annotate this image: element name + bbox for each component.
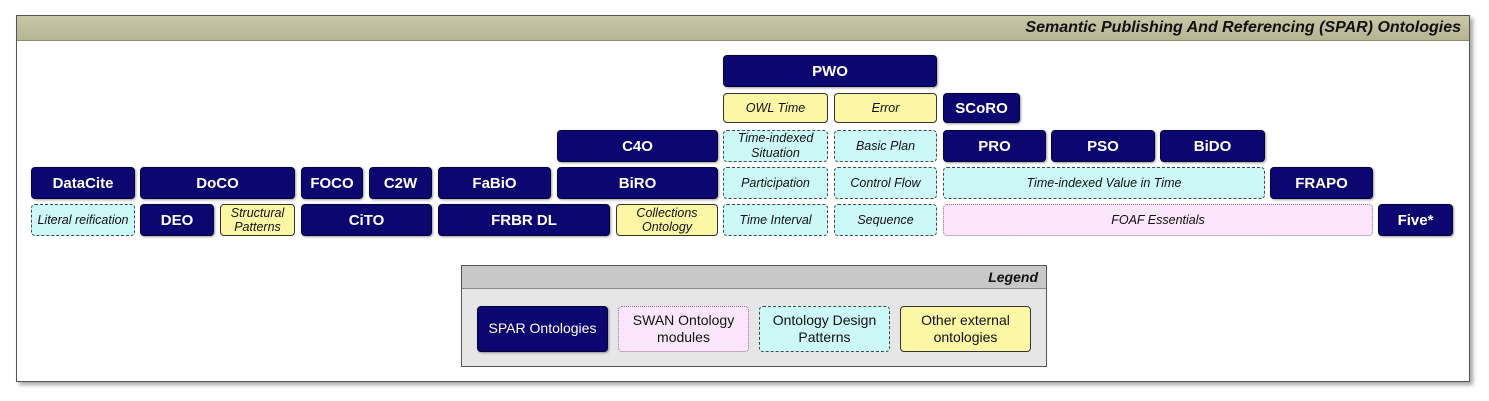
node-time-indexed-value: Time-indexed Value in Time <box>943 167 1265 199</box>
node-biro: BiRO <box>557 167 718 199</box>
node-pwo: PWO <box>723 55 937 87</box>
diagram-title: Semantic Publishing And Referencing (SPA… <box>1025 19 1461 36</box>
legend-spar: SPAR Ontologies <box>477 306 608 352</box>
node-literal-reification: Literal reification <box>31 204 135 236</box>
node-pso: PSO <box>1051 130 1155 162</box>
node-control-flow: Control Flow <box>834 167 937 199</box>
node-c4o: C4O <box>557 130 718 162</box>
node-structural-patterns: Structural Patterns <box>220 204 295 236</box>
node-participation: Participation <box>723 167 828 199</box>
node-doco: DoCO <box>140 167 295 199</box>
legend-odp: Ontology Design Patterns <box>759 306 890 352</box>
legend-panel: Legend SPAR Ontologies SWAN Ontology mod… <box>461 265 1047 367</box>
node-five-star: Five* <box>1378 204 1453 236</box>
node-sequence: Sequence <box>834 204 937 236</box>
node-error: Error <box>834 93 937 123</box>
legend-other: Other external ontologies <box>900 306 1031 352</box>
node-time-indexed-situation: Time-indexed Situation <box>723 130 828 162</box>
node-fabio: FaBiO <box>438 167 551 199</box>
legend-title-bar: Legend <box>462 266 1046 289</box>
node-datacite: DataCite <box>31 167 135 199</box>
node-foaf-essentials: FOAF Essentials <box>943 204 1373 236</box>
title-bar: Semantic Publishing And Referencing (SPA… <box>17 16 1469 41</box>
legend-swan: SWAN Ontology modules <box>618 306 749 352</box>
node-deo: DEO <box>140 204 214 236</box>
node-cito: CiTO <box>301 204 432 236</box>
node-basic-plan: Basic Plan <box>834 130 937 162</box>
node-frapo: FRAPO <box>1270 167 1373 199</box>
node-scoro: SCoRO <box>943 93 1020 123</box>
node-frbr-dl: FRBR DL <box>438 204 610 236</box>
node-bido: BiDO <box>1160 130 1265 162</box>
node-collections-ontology: Collections Ontology <box>616 204 718 236</box>
node-pro: PRO <box>943 130 1046 162</box>
node-foco: FOCO <box>301 167 363 199</box>
node-time-interval: Time Interval <box>723 204 828 236</box>
legend-title: Legend <box>988 269 1038 285</box>
node-c2w: C2W <box>369 167 432 199</box>
node-owl-time: OWL Time <box>723 93 828 123</box>
